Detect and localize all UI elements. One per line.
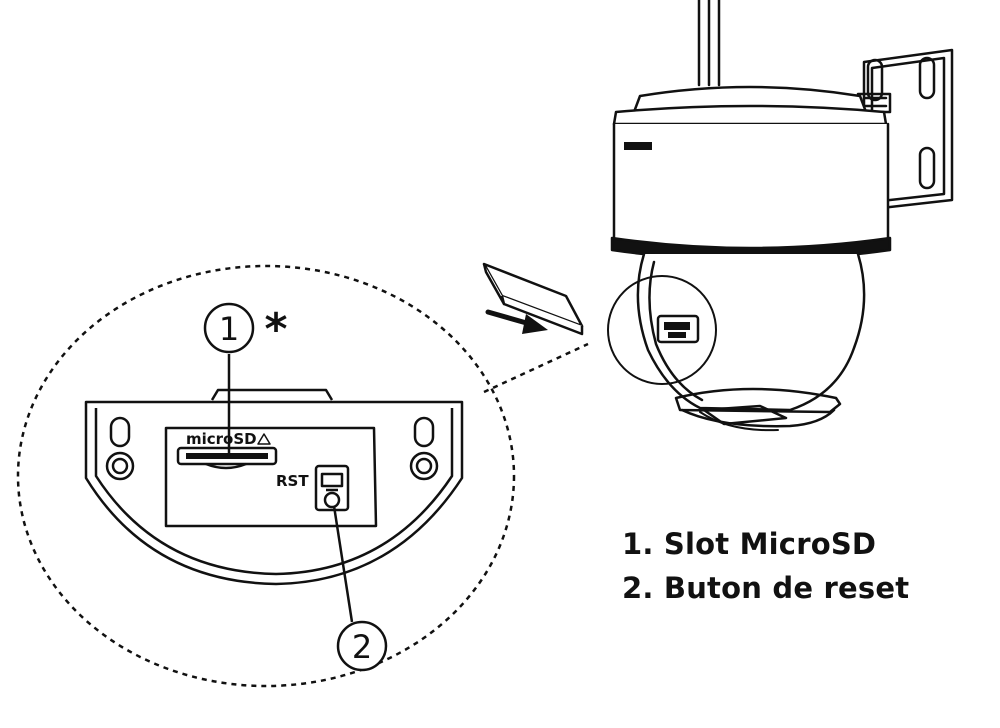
callout-1-circle <box>203 302 255 354</box>
microsd-port-label: microSD <box>186 430 257 448</box>
legend: 1. Slot MicroSD 2. Buton de reset <box>622 522 909 610</box>
detail-zoom-ellipse <box>16 264 516 688</box>
camera-top-cap <box>612 85 888 126</box>
callout-1-number: 1 <box>219 310 239 348</box>
reset-leader-line <box>332 505 354 623</box>
insert-arrow <box>485 309 548 334</box>
camera-dome <box>636 252 866 432</box>
rst-port-label: RST <box>276 472 309 490</box>
camera-slot-area <box>656 314 700 344</box>
camera-zoom-circle <box>607 275 717 385</box>
legend-item-reset: 2. Buton de reset <box>622 571 910 605</box>
zoom-leader-line <box>483 342 589 394</box>
legend-item-slot: 1. Slot MicroSD <box>622 527 877 561</box>
microsd-card <box>482 262 584 336</box>
callout-1-asterisk: * <box>264 304 287 355</box>
callout-2-number: 2 <box>352 628 372 666</box>
ptz-camera <box>607 0 954 432</box>
mounting-pole <box>697 0 721 87</box>
callout-2-circle <box>336 620 388 672</box>
detail-panel <box>84 388 464 586</box>
camera-upper-housing <box>612 122 890 251</box>
